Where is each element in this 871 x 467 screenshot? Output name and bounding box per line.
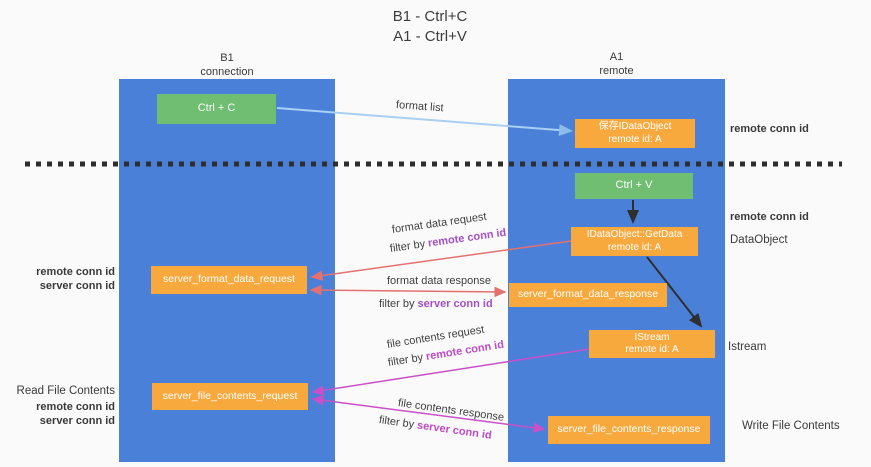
format-data-response-arrow — [309, 284, 507, 298]
server-file-contents-request-label: server_file_contents_request — [162, 389, 298, 402]
title-line-1: B1 - Ctrl+C — [392, 8, 468, 25]
filter-by-text: filter by — [379, 298, 415, 310]
lane-b1-name: B1 — [220, 52, 234, 64]
left-conn-id-block-2: remote conn id server conn id — [10, 401, 115, 429]
lane-header-a1: A1 remote — [508, 50, 725, 79]
write-file-contents-label: Write File Contents — [742, 420, 840, 432]
title-line-2: A1 - Ctrl+V — [393, 27, 467, 45]
dataobject-label: DataObject — [730, 234, 788, 246]
server-format-data-response-box: server_format_data_response — [509, 283, 667, 307]
format-data-response-label: format data response — [387, 275, 491, 287]
left-server-conn-id-label-2: server conn id — [39, 414, 115, 427]
server-conn-id-text: server conn id — [417, 298, 493, 310]
lane-a1-name: A1 — [609, 51, 624, 63]
server-file-contents-request-box: server_file_contents_request — [152, 383, 308, 410]
lane-header-b1: B1 connection — [119, 51, 335, 80]
lane-b1-role: connection — [200, 66, 254, 79]
read-file-contents-label: Read File Contents — [16, 385, 115, 397]
left-conn-id-block-1: remote conn id server conn id — [10, 266, 115, 294]
istream-line2: remote id: A — [625, 344, 679, 355]
right-remote-conn-id-label-2: remote conn id — [730, 211, 809, 223]
istream-line1: IStream — [634, 331, 670, 343]
server-format-data-request-label: server_format_data_request — [163, 273, 295, 286]
getdata-line1: IDataObject::GetData — [586, 229, 683, 240]
left-remote-conn-id-label-1: remote conn id — [36, 266, 115, 278]
save-idataobject-line1: 保存IDataObject — [598, 121, 672, 132]
ctrl-c-label: Ctrl + C — [197, 102, 236, 115]
idataobject-getdata-box: IDataObject::GetData remote id: A — [571, 227, 698, 256]
istream-box: IStream remote id: A — [589, 330, 715, 358]
server-file-contents-response-box: server_file_contents_response — [548, 416, 710, 444]
left-remote-conn-id-label-2: remote conn id — [36, 401, 115, 413]
ctrl-v-box: Ctrl + V — [575, 173, 693, 199]
right-remote-conn-id-label-1: remote conn id — [730, 123, 809, 135]
server-format-data-response-label: server_format_data_response — [517, 288, 659, 301]
save-idataobject-line2: remote id: A — [608, 133, 662, 145]
file-contents-response-arrow — [311, 395, 546, 433]
server-file-contents-response-label: server_file_contents_response — [557, 423, 701, 436]
page-title: B1 - Ctrl+C A1 - Ctrl+V — [280, 7, 580, 46]
lane-a1-role: remote — [599, 65, 634, 78]
getdata-to-istream-arrow — [646, 256, 703, 328]
getdata-line2: remote id: A — [607, 241, 662, 253]
istream-side-label: Istream — [728, 341, 767, 353]
ctrl-v-label: Ctrl + V — [615, 179, 653, 192]
format-data-request-arrow — [310, 240, 572, 281]
file-contents-request-arrow — [311, 348, 590, 396]
format-list-arrow — [276, 107, 573, 137]
save-idataobject-box: 保存IDataObject remote id: A — [575, 119, 695, 148]
server-format-data-request-box: server_format_data_request — [151, 266, 307, 294]
left-server-conn-id-label-1: server conn id — [39, 279, 115, 292]
ctrl-c-box: Ctrl + C — [157, 94, 276, 124]
